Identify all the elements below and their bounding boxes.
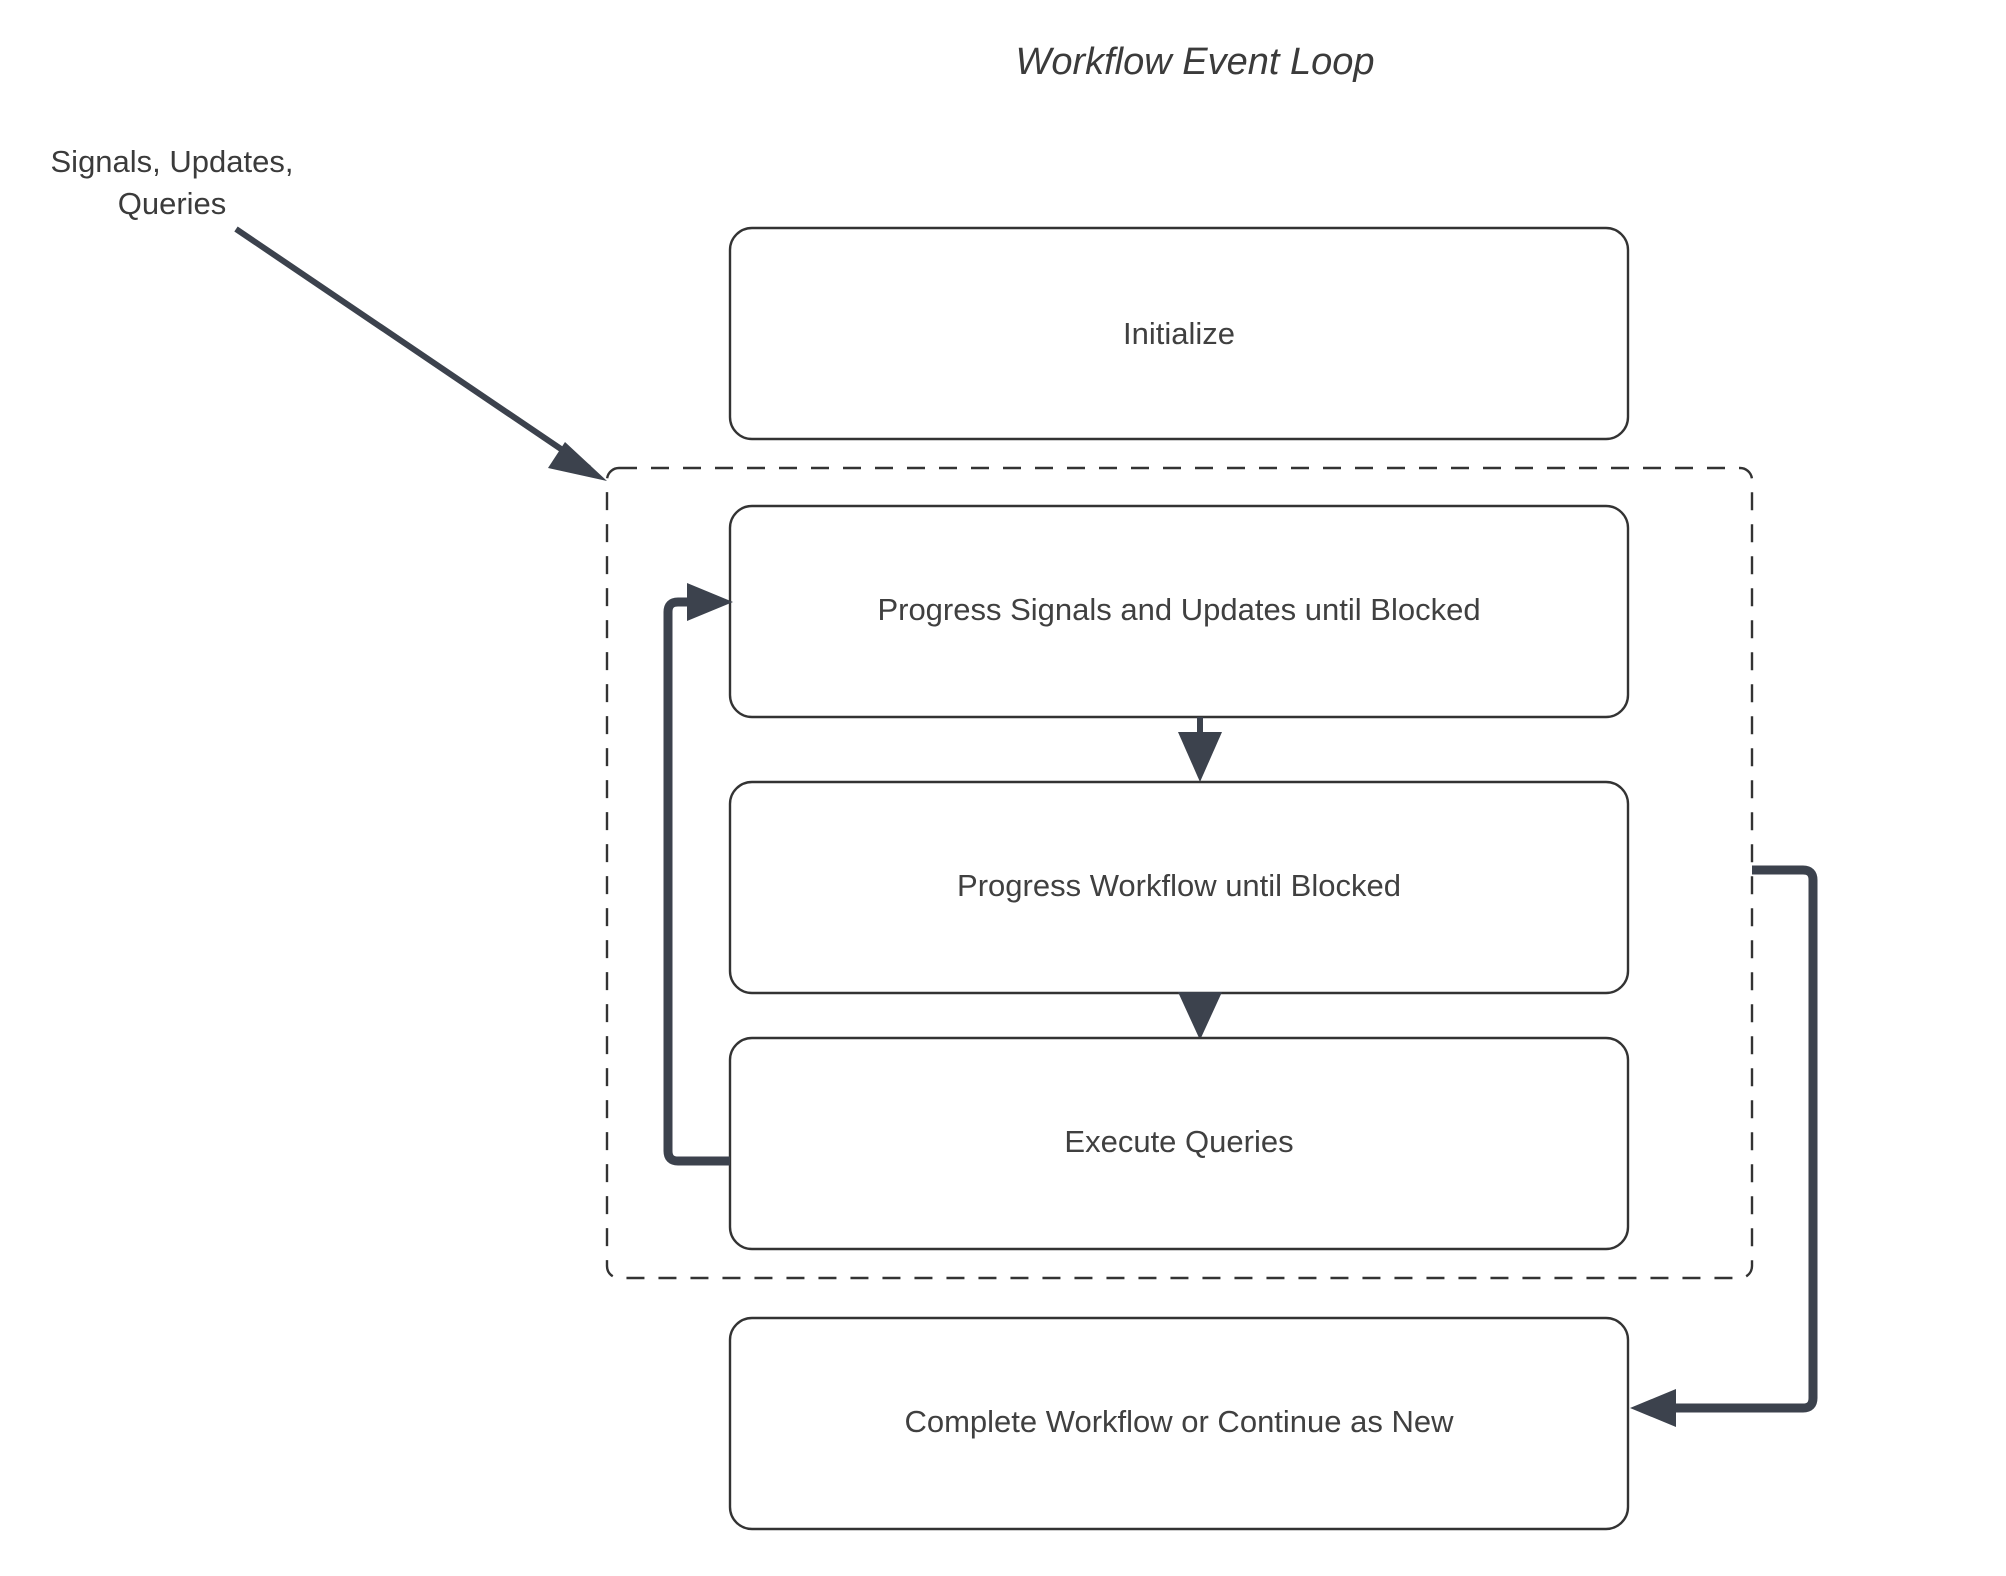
node-progress-signals: Progress Signals and Updates until Block… [728, 504, 1630, 719]
external-input-label-line2: Queries [118, 186, 227, 221]
edge-loop-to-complete [1630, 865, 1818, 1427]
node-progress-signals-label: Progress Signals and Updates until Block… [877, 592, 1480, 627]
node-execute-queries-shape [728, 1036, 1630, 1251]
node-complete-workflow-label: Complete Workflow or Continue as New [904, 1404, 1454, 1439]
node-initialize-label: Initialize [1123, 316, 1235, 351]
external-input-label: Signals, Updates, Queries [51, 144, 294, 221]
node-initialize: Initialize [728, 226, 1630, 441]
node-execute-queries: Execute Queries [728, 1036, 1630, 1251]
node-complete-workflow: Complete Workflow or Continue as New [728, 1316, 1630, 1531]
edge-signals-to-workflow [1178, 717, 1222, 782]
external-input-arrow [234, 226, 607, 481]
node-progress-workflow-label: Progress Workflow until Blocked [957, 868, 1401, 903]
edge-workflow-to-queries [1178, 992, 1222, 1040]
page-title: Workflow Event Loop [1015, 41, 1374, 83]
node-initialize-shape [728, 226, 1630, 441]
node-progress-signals-shape [728, 504, 1630, 719]
node-execute-queries-label: Execute Queries [1064, 1124, 1293, 1159]
edge-queries-loop-back [663, 583, 733, 1166]
node-progress-workflow: Progress Workflow until Blocked [728, 780, 1630, 995]
event-loop-group-container [605, 466, 1754, 1280]
external-input-label-line1: Signals, Updates, [51, 144, 294, 179]
node-complete-workflow-shape [728, 1316, 1630, 1531]
